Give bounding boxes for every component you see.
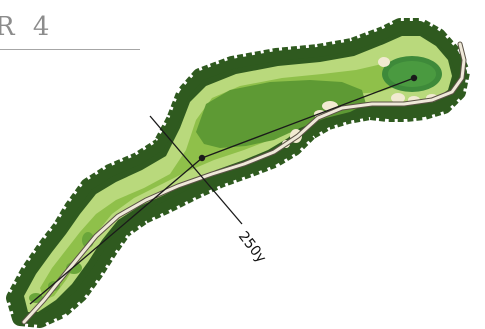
distance-marker-line	[149, 115, 243, 225]
flag-pin-icon	[410, 74, 418, 82]
shot-line	[29, 77, 415, 305]
title-underline	[0, 49, 140, 50]
distance-label: 250y	[235, 229, 269, 266]
fairway-landing-zone	[196, 80, 366, 148]
green-fringe	[388, 61, 436, 87]
landing-point	[198, 154, 206, 162]
hole-title: R 4	[0, 12, 55, 42]
